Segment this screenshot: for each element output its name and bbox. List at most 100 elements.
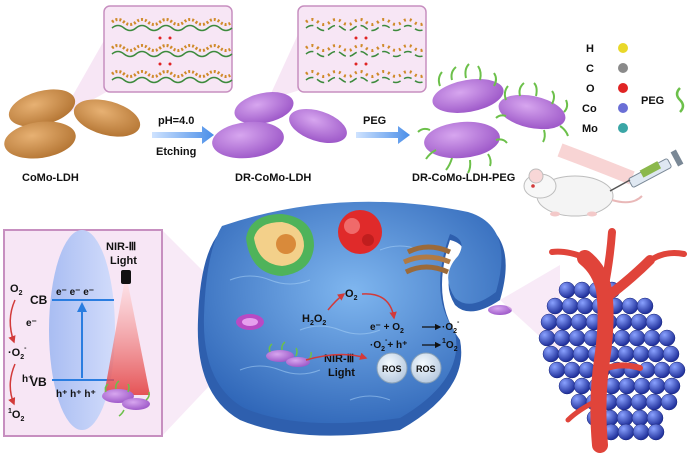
band-nir-line1: NIR-Ⅲ [106, 241, 136, 253]
vb-holes: h⁺ h⁺ h⁺ [56, 389, 96, 400]
tumor-cell-sphere [558, 377, 576, 395]
legend-item-co: Co [582, 103, 628, 115]
tumor-cell-sphere [663, 377, 681, 395]
tumor-cell-sphere [628, 329, 646, 347]
tumor-cell-sphere [633, 377, 651, 395]
tumor-cell-sphere [540, 313, 558, 331]
cell-equation-2-product: 1O2 [442, 338, 458, 353]
tumor-cell-sphere [617, 345, 635, 363]
cb-label: CB [30, 293, 48, 307]
svg-text:O: O [586, 83, 595, 95]
tumor-cell-sphere [632, 423, 650, 441]
superoxide-to-singlet-arrow [8, 363, 16, 406]
dr-como-ldh-nanosheets [212, 92, 347, 159]
tumor-cell-sphere [648, 377, 666, 395]
step1-etching: Etching [156, 146, 196, 158]
cell-nir-line2: Light [328, 367, 355, 379]
step2-condition: PEG [363, 115, 386, 127]
tumor-cell-sphere [570, 313, 588, 331]
nucleus-organelle [246, 214, 314, 276]
tumor-cell-sphere [572, 345, 590, 363]
step1-arrow [152, 126, 214, 144]
legend-item-h: H [586, 43, 628, 55]
band-electron: e⁻ [26, 318, 37, 329]
tumor-cell-sphere [568, 329, 586, 347]
tumor-cell-sphere [573, 281, 591, 299]
stage2-label: DR-CoMo-LDH [235, 172, 311, 184]
ros-bubble-1: ROS [376, 352, 408, 384]
legend-item-o: O [586, 83, 628, 95]
tumor-cell-sphere [647, 423, 665, 441]
step2-arrow [356, 126, 410, 144]
tumor-cell-sphere [645, 313, 663, 331]
cell-o2: O2 [345, 288, 358, 302]
band-nir-line2: Light [110, 255, 137, 267]
nir-to-ros-arrow [305, 352, 368, 361]
svg-text:C: C [586, 63, 594, 75]
band-panel-nanosheets [102, 380, 150, 417]
stage3-label: DR-CoMo-LDH-PEG [412, 172, 515, 184]
legend-peg-chain [675, 87, 685, 113]
tumor-cell-sphere [646, 409, 664, 427]
injection-path [557, 143, 635, 185]
legend-item-c: C [586, 63, 628, 75]
band-superoxide: ·O2- [8, 345, 27, 361]
syringe-illustration [609, 149, 684, 192]
zoom-cone-2 [268, 30, 300, 100]
ldh-layers-1 [111, 18, 233, 84]
tumor-cell-sphere [576, 297, 594, 315]
svg-text:Mo: Mo [582, 123, 598, 135]
como-ldh-nanosheets [4, 89, 141, 159]
tumor-cell-sphere [668, 361, 686, 379]
element-legend: H C O Co Mo PEG [582, 43, 685, 135]
mouse-illustration [523, 168, 643, 217]
cell-nanosheets [266, 305, 512, 367]
tumor-cell-sphere [660, 393, 678, 411]
endosome-organelle [236, 314, 264, 330]
tumor-cell-sphere [615, 393, 633, 411]
cb-electrons: e⁻ e⁻ e⁻ [56, 287, 94, 298]
tumor-cell-sphere [555, 313, 573, 331]
nir-light-beam [104, 284, 150, 395]
tumor-cell-sphere [636, 297, 654, 315]
blood-vessel [549, 228, 687, 453]
tumor-cell-sphere [630, 393, 648, 411]
o2-to-superoxide-arrow [8, 299, 16, 344]
o2-curve-arrow [361, 293, 397, 320]
tumor-cell-sphere [631, 409, 649, 427]
lysosome-organelle [338, 210, 382, 254]
ros-label-1: ROS [382, 364, 402, 374]
tumor-cell-sphere [658, 329, 676, 347]
tumor-cell-sphere [645, 393, 663, 411]
tumor-cell-sphere [647, 345, 665, 363]
laser-emitter [121, 270, 131, 284]
tumor-cell-sphere [561, 297, 579, 315]
tumor-cell-sphere [557, 345, 575, 363]
band-hole: h⁺ [22, 374, 33, 385]
tumor-cell-sphere [542, 345, 560, 363]
tumor-cell-sphere [573, 377, 591, 395]
band-o2: O2 [10, 283, 23, 297]
vb-label: VB [30, 375, 47, 389]
tumor-cell-sphere [538, 329, 556, 347]
cell-equation-1-product: ·O2- [442, 319, 460, 335]
step1-condition: pH=4.0 [158, 115, 194, 127]
tumor-cell-sphere [643, 329, 661, 347]
band-singlet-oxygen: 1O2 [8, 408, 24, 423]
tumor-cell-sphere [662, 345, 680, 363]
tumor-cell-sphere [615, 313, 633, 331]
tumor-cell-sphere [558, 281, 576, 299]
h2o2-to-o2-arrow [327, 293, 346, 311]
legend-peg-label: PEG [641, 95, 664, 107]
cell-equation-2: ·O2-+ h⁺ [370, 337, 407, 353]
tumor-cell-sphere [546, 297, 564, 315]
tumor-cell-sphere [618, 377, 636, 395]
tumor-cell-sphere [630, 313, 648, 331]
tumor-cell-sphere [653, 361, 671, 379]
cell-h2o2: H2O2 [302, 313, 326, 327]
cell-equation-1: e⁻ + O2 [370, 322, 404, 335]
svg-text:H: H [586, 43, 594, 55]
tumor-cell-sphere [613, 329, 631, 347]
ros-label-2: ROS [416, 364, 436, 374]
